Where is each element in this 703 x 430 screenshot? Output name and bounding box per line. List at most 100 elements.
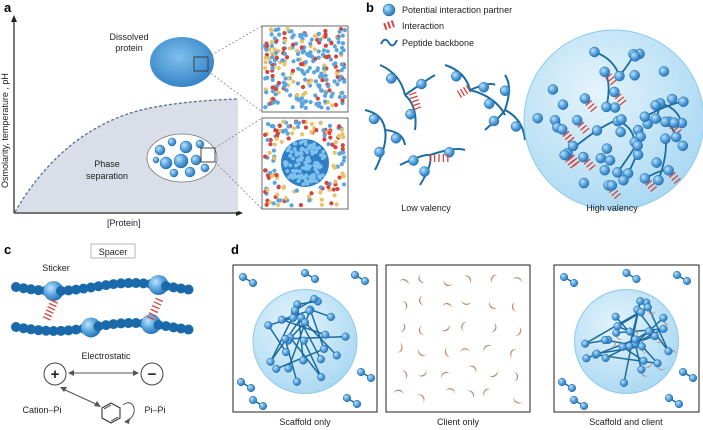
particle <box>323 73 328 78</box>
interaction-rung <box>585 99 593 107</box>
particle <box>269 43 274 48</box>
particle <box>301 92 306 97</box>
interaction-rung <box>408 91 417 96</box>
sphere <box>200 163 210 173</box>
interaction-rung <box>413 106 422 111</box>
particle <box>307 65 312 71</box>
particle <box>340 33 345 38</box>
spacer-bead <box>93 321 104 332</box>
particle <box>300 132 305 137</box>
client-molecule <box>400 370 408 381</box>
particle <box>332 44 338 49</box>
spacer-bead <box>168 322 179 333</box>
box-label-1: Client only <box>437 417 480 427</box>
backbone-arm <box>444 64 471 91</box>
client-molecule <box>445 388 455 395</box>
particle <box>269 39 274 45</box>
panel-d: d Scaffold only Client only Scaffold and… <box>231 242 700 427</box>
particle <box>333 61 338 66</box>
particle <box>294 168 299 173</box>
sphere <box>601 143 613 154</box>
particle <box>333 54 339 59</box>
client-molecule <box>616 333 624 340</box>
scaffold-link <box>634 343 643 370</box>
particle <box>315 68 320 73</box>
client-molecule <box>441 371 451 380</box>
spacer-bead <box>71 284 81 295</box>
sphere <box>567 140 579 152</box>
scaffold-link <box>281 319 326 336</box>
panel-a-letter: a <box>4 0 12 15</box>
spacer-bead <box>131 278 141 289</box>
interaction-rung <box>148 312 157 317</box>
particle <box>313 79 319 84</box>
particle <box>279 139 284 145</box>
particle <box>339 62 344 67</box>
particle <box>272 180 277 185</box>
sphere <box>653 359 662 368</box>
particle <box>315 96 320 101</box>
particle <box>321 66 327 71</box>
particle <box>312 33 318 39</box>
sphere <box>615 126 626 138</box>
dissolved-label-line1: Dissolved <box>109 32 148 42</box>
sphere <box>622 268 631 278</box>
particle <box>320 173 325 178</box>
particle <box>290 35 295 40</box>
interaction-rung <box>570 157 578 164</box>
particle <box>300 69 305 74</box>
particle <box>274 50 279 55</box>
particle <box>298 203 304 208</box>
particle <box>312 47 317 52</box>
particle <box>337 124 342 129</box>
particle <box>315 161 320 165</box>
particle <box>320 52 326 57</box>
sphere <box>190 154 202 166</box>
sticker-spacer-chains <box>11 274 194 338</box>
particle <box>270 85 275 90</box>
sphere <box>277 315 286 324</box>
particle <box>288 93 293 98</box>
particle <box>309 121 314 127</box>
particle <box>301 119 306 124</box>
particle <box>281 72 286 77</box>
particle <box>338 51 344 56</box>
particle <box>303 139 308 144</box>
sphere <box>601 353 610 362</box>
sphere <box>579 93 591 104</box>
sphere <box>179 140 193 154</box>
phase-inset-particles <box>262 119 347 208</box>
interaction-rung <box>647 182 655 190</box>
legend-label-2: Peptide backbone <box>402 38 474 48</box>
particle <box>303 105 308 111</box>
sphere <box>195 139 205 149</box>
particle <box>292 141 297 146</box>
particle <box>324 180 329 185</box>
benzene-ring-icon <box>101 402 121 424</box>
particle <box>323 43 328 48</box>
phase-label-line1: Phase <box>94 159 120 169</box>
particle <box>265 137 270 143</box>
panel-b: b Potential interaction partner Interact… <box>364 0 703 213</box>
particle <box>340 132 345 137</box>
backbone-arm <box>504 109 526 141</box>
particle <box>271 100 276 105</box>
client-only-content <box>393 273 523 404</box>
particle <box>268 200 273 205</box>
sphere <box>650 100 661 111</box>
particle <box>317 84 322 89</box>
particle <box>313 93 318 98</box>
sphere <box>651 157 662 168</box>
sphere <box>663 165 674 176</box>
particle <box>295 92 300 97</box>
particle <box>270 96 276 102</box>
particle <box>334 202 339 207</box>
sticker-label: Sticker <box>42 263 70 273</box>
sphere <box>618 342 627 351</box>
sphere <box>670 131 682 143</box>
sphere <box>310 294 319 304</box>
particle <box>289 150 294 154</box>
particle <box>332 193 337 198</box>
particle <box>265 121 271 127</box>
particle <box>286 147 291 152</box>
